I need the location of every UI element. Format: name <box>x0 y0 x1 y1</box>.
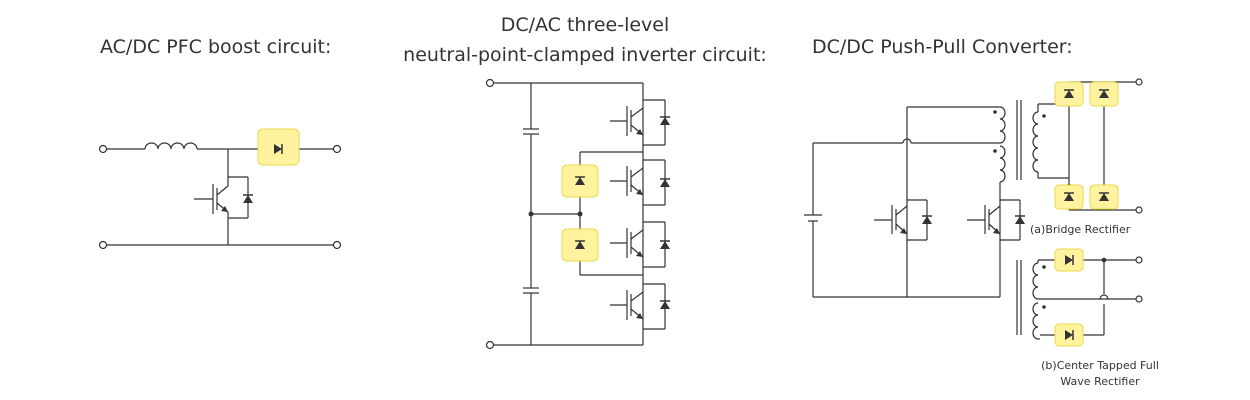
center-output-bottom <box>1135 295 1143 303</box>
pfc-switch-diode-icon <box>242 194 254 204</box>
bridge-output-bottom <box>1135 206 1143 214</box>
center-secondary-winding-bottom <box>1032 302 1039 340</box>
primary-winding-top <box>999 106 1006 144</box>
npc-switch-3-icon <box>610 221 671 268</box>
npc-switch-4-icon <box>610 283 671 330</box>
pfc-terminal-in-top <box>98 144 108 154</box>
npc-switch-2-icon <box>610 159 671 206</box>
npc-inverter-circuit <box>485 78 671 350</box>
center-tapped-caption-line1: (b)Center Tapped Full <box>1041 359 1159 372</box>
center-output-top <box>1135 256 1143 264</box>
npc-switch-1-icon <box>610 99 671 146</box>
npc-title-line1: DC/AC three-level <box>500 14 670 36</box>
center-secondary-winding-top <box>1032 262 1039 300</box>
pfc-terminal-out-top <box>332 144 342 154</box>
pfc-title: AC/DC PFC boost circuit: <box>100 36 332 58</box>
pfc-terminal-out-bottom <box>332 240 342 250</box>
npc-terminal-bottom <box>485 340 495 350</box>
pfc-inductor <box>144 142 198 150</box>
pushpull-title: DC/DC Push-Pull Converter: <box>812 36 1073 58</box>
pfc-boost-circuit <box>98 128 342 250</box>
primary-winding-bottom <box>999 145 1006 183</box>
pfc-terminal-in-bottom <box>98 240 108 250</box>
pushpull-switch-right-icon <box>967 199 1026 241</box>
npc-terminal-top <box>485 78 495 88</box>
push-pull-converter <box>804 78 1143 347</box>
bridge-rectifier-caption: (a)Bridge Rectifier <box>1030 223 1131 236</box>
bridge-output-top <box>1135 78 1143 86</box>
npc-title-line2: neutral-point-clamped inverter circuit: <box>403 44 767 66</box>
pushpull-switch-left-icon <box>874 199 933 241</box>
center-tapped-caption-line2: Wave Rectifier <box>1060 375 1140 388</box>
bridge-secondary-winding <box>1032 111 1039 173</box>
